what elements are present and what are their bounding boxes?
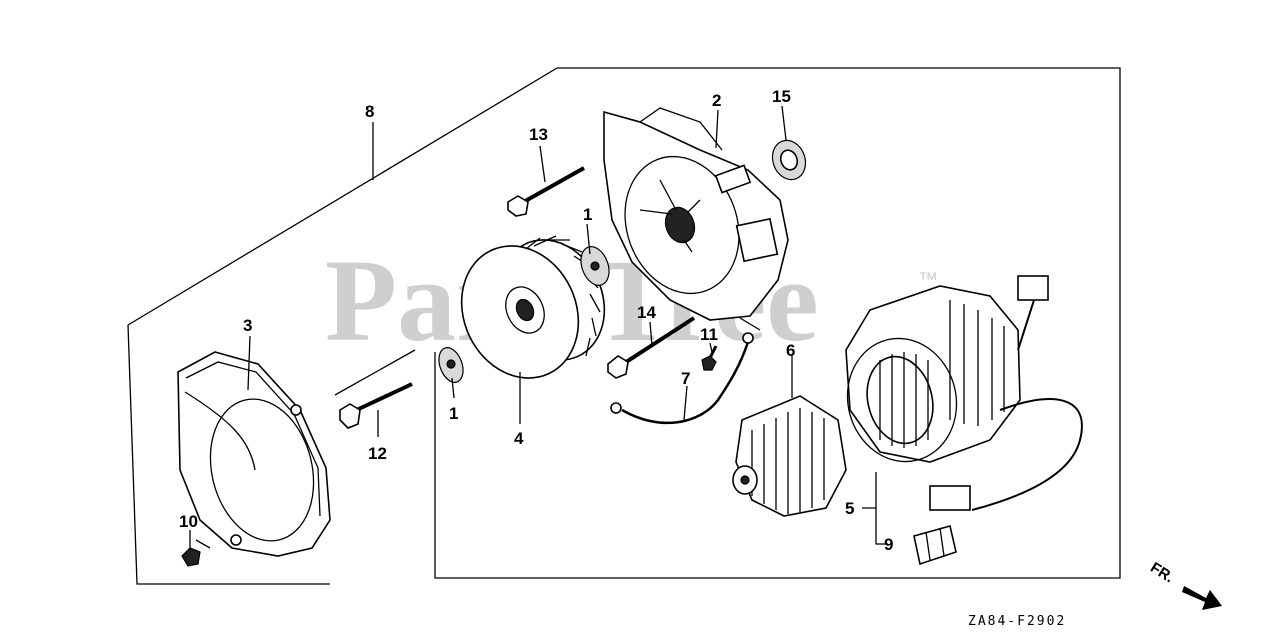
part-3-fan-cover[interactable]: [177, 351, 331, 557]
diagram-code: ZA84-F2902: [968, 614, 1066, 629]
callout-8[interactable]: 8: [365, 102, 374, 121]
callout-12[interactable]: 12: [368, 444, 387, 463]
part-11-bolt[interactable]: [701, 345, 718, 371]
part-10-screw[interactable]: [181, 539, 211, 567]
part-7-ground-wire[interactable]: [610, 332, 754, 425]
callouts: 8 3 10 12 1 4 1 13 2 15 14 11 7 6 5 9: [179, 87, 893, 554]
front-label: FR.: [1147, 559, 1177, 586]
part-2-rear-housing[interactable]: [603, 107, 789, 321]
callout-15[interactable]: 15: [772, 87, 791, 106]
part-14-bolt[interactable]: [607, 316, 696, 379]
callout-6[interactable]: 6: [786, 341, 795, 360]
leader-lines: [189, 105, 888, 550]
callout-13[interactable]: 13: [529, 125, 548, 144]
part-1-washer-upper[interactable]: [576, 243, 614, 289]
watermark-trademark: ™: [918, 269, 938, 291]
part-9-connector[interactable]: [913, 525, 957, 566]
part-4-flywheel[interactable]: [441, 223, 624, 398]
part-12-bolt[interactable]: [334, 349, 416, 429]
part-5-stator[interactable]: [835, 275, 1083, 511]
front-direction-indicator: FR.: [1147, 559, 1222, 610]
part-6-rotor[interactable]: [732, 395, 847, 517]
callout-2[interactable]: 2: [712, 91, 721, 110]
callout-9[interactable]: 9: [884, 535, 893, 554]
part-15-bearing[interactable]: [767, 136, 811, 185]
callout-1-lower[interactable]: 1: [449, 404, 458, 423]
assembly-frame: [127, 67, 1121, 585]
callout-3[interactable]: 3: [243, 316, 252, 335]
front-arrow-icon: [1182, 586, 1222, 610]
callout-11[interactable]: 11: [700, 325, 718, 344]
callout-1-upper[interactable]: 1: [583, 205, 592, 224]
callout-4[interactable]: 4: [514, 429, 524, 448]
callout-5[interactable]: 5: [845, 499, 854, 518]
callout-14[interactable]: 14: [637, 303, 656, 322]
callout-7[interactable]: 7: [681, 369, 690, 388]
part-13-bolt[interactable]: [507, 166, 585, 217]
part-1-washer-lower[interactable]: [435, 344, 468, 385]
callout-10[interactable]: 10: [179, 512, 198, 531]
